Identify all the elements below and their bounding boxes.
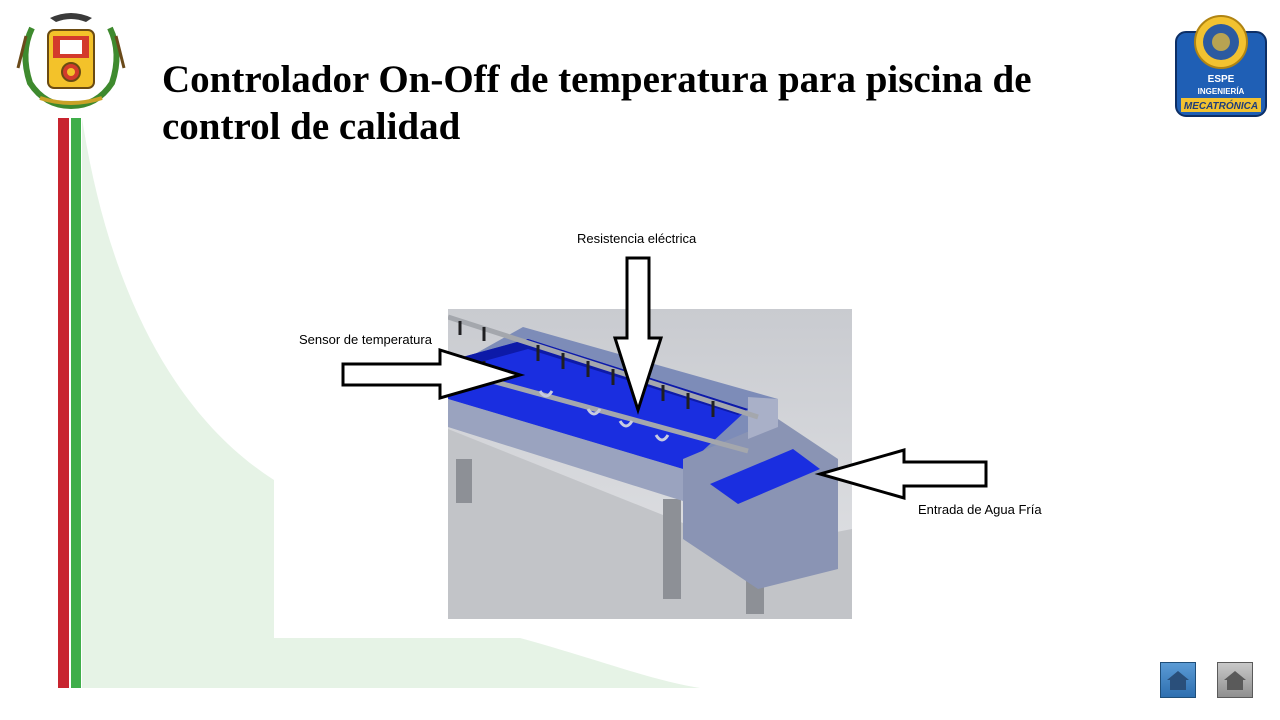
home-icon (1224, 671, 1246, 690)
green-stripe (71, 118, 81, 688)
sensor-label: Sensor de temperatura (299, 332, 432, 347)
badge-line-3: MECATRÓNICA (1184, 99, 1258, 112)
tank-render-image (448, 309, 852, 619)
home-alt-button[interactable] (1217, 662, 1253, 698)
mechatronics-badge-logo: ESPE INGENIERÍA MECATRÓNICA (1175, 15, 1267, 117)
cold-water-inlet-label: Entrada de Agua Fría (918, 502, 1042, 517)
heater-label: Resistencia eléctrica (577, 231, 697, 246)
badge-line-2: INGENIERÍA (1198, 87, 1245, 96)
red-stripe (58, 118, 69, 688)
slide-title: Controlador On-Off de temperatura para p… (162, 58, 1032, 148)
white-stripe (69, 118, 71, 688)
badge-line-1: ESPE (1208, 74, 1235, 85)
home-button[interactable] (1160, 662, 1196, 698)
university-crest-logo (16, 13, 126, 110)
home-icon (1167, 671, 1189, 690)
